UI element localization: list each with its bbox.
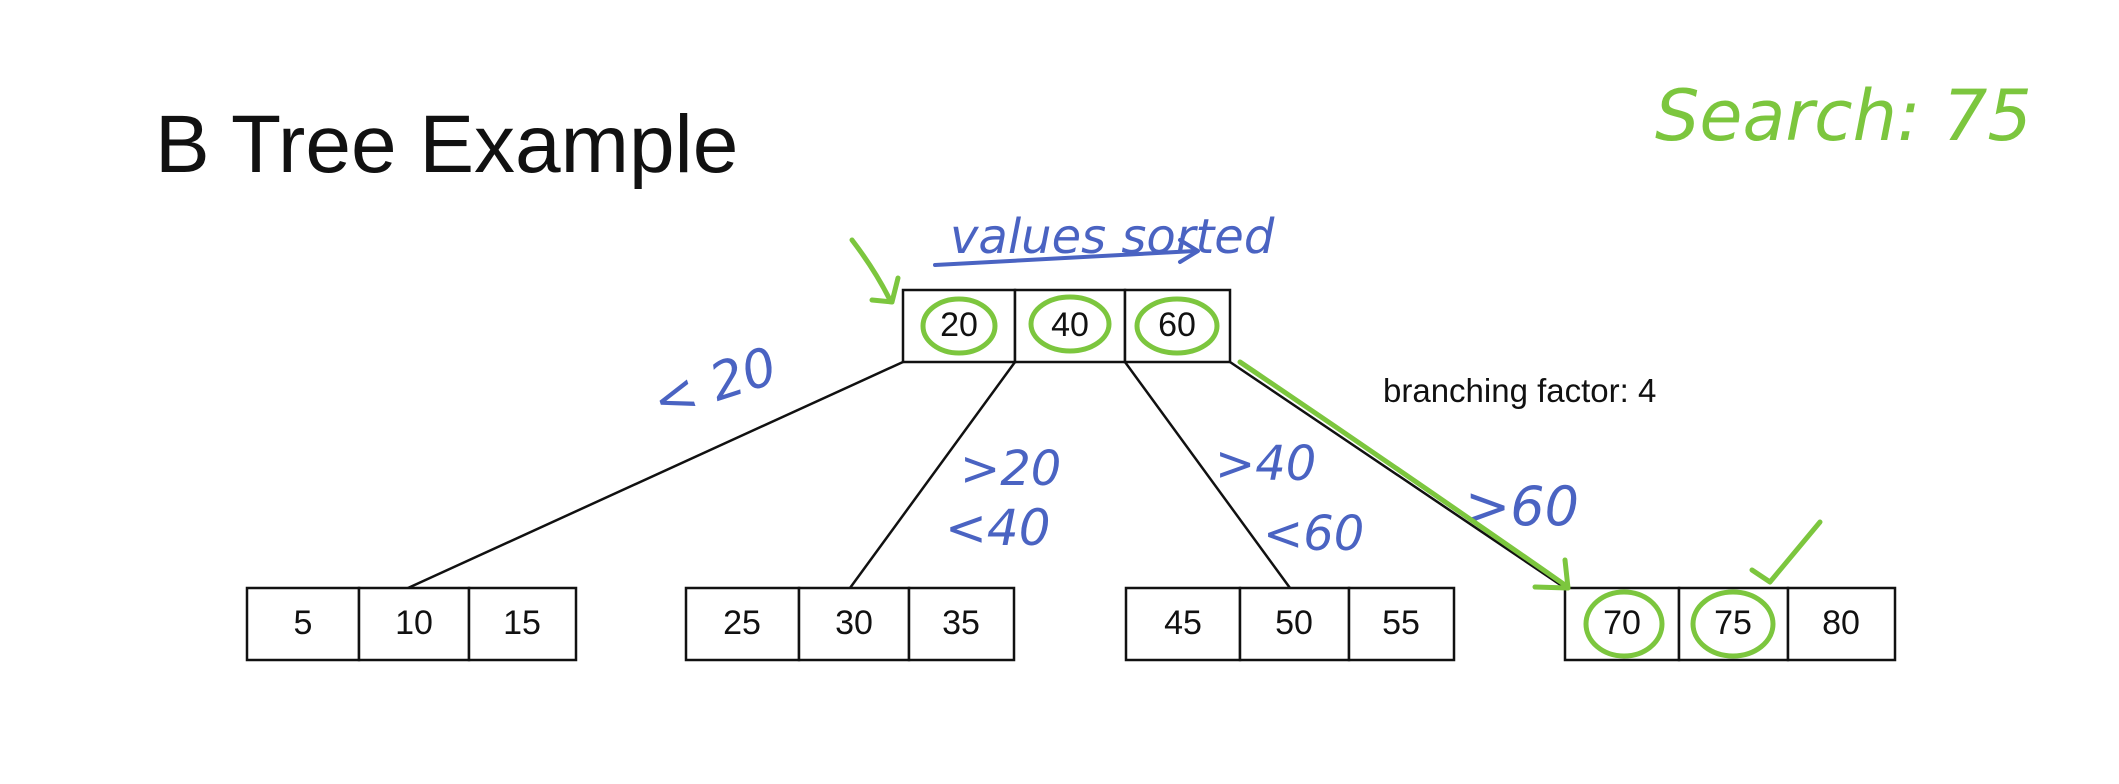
circle-key-60 bbox=[1134, 296, 1220, 356]
leaf2-key-2: 30 bbox=[835, 604, 873, 642]
lt20-note: < 20 bbox=[645, 336, 784, 432]
root-key-3: 60 bbox=[1158, 306, 1196, 344]
search-path-arrow-shaft bbox=[1237, 359, 1568, 588]
leaf1-cell-1 bbox=[245, 586, 361, 662]
leaf-node-1: 5 10 15 bbox=[245, 586, 578, 662]
leaf3-cell-2 bbox=[1238, 586, 1351, 662]
found-checkmark-icon bbox=[1749, 519, 1823, 585]
sorted-arrow-shaft bbox=[933, 249, 1197, 267]
root-cell-3 bbox=[1123, 288, 1232, 364]
page-title: B Tree Example bbox=[155, 99, 738, 190]
gt40-note: >40 bbox=[1215, 436, 1316, 492]
sorted-arrow-head bbox=[1178, 238, 1200, 264]
lt60-note: <60 bbox=[1263, 506, 1364, 562]
leaf3-cell-1 bbox=[1124, 586, 1242, 662]
leaf2-key-3: 35 bbox=[942, 604, 980, 642]
edge-root-leaf-1 bbox=[407, 360, 904, 590]
leaf4-cell-3 bbox=[1786, 586, 1897, 662]
entry-arrow-head bbox=[869, 275, 901, 305]
edge-root-leaf-3 bbox=[1123, 361, 1292, 589]
circle-key-40 bbox=[1028, 294, 1112, 354]
lt40-note: <40 bbox=[945, 499, 1051, 557]
leaf1-key-1: 5 bbox=[294, 604, 313, 642]
tree-edges bbox=[407, 360, 1566, 590]
gt20-note: >20 bbox=[960, 441, 1061, 497]
leaf-node-4: 70 75 80 bbox=[1563, 586, 1897, 662]
leaf3-key-3: 55 bbox=[1382, 604, 1420, 642]
circle-key-20 bbox=[920, 296, 998, 356]
leaf4-cell-2 bbox=[1677, 586, 1790, 662]
green-annotations bbox=[849, 237, 1823, 659]
root-key-2: 40 bbox=[1051, 306, 1089, 344]
circle-key-70 bbox=[1583, 589, 1665, 659]
leaf3-cell-3 bbox=[1347, 586, 1456, 662]
leaf3-key-2: 50 bbox=[1275, 604, 1313, 642]
leaf1-key-3: 15 bbox=[503, 604, 541, 642]
leaf2-key-1: 25 bbox=[723, 604, 761, 642]
leaf2-cell-1 bbox=[684, 586, 801, 662]
leaf4-key-3: 80 bbox=[1822, 604, 1860, 642]
root-key-1: 20 bbox=[940, 306, 978, 344]
leaf3-key-1: 45 bbox=[1164, 604, 1202, 642]
search-note: Search: 75 bbox=[1655, 75, 2032, 157]
leaf1-cell-2 bbox=[357, 586, 471, 662]
leaf1-cell-3 bbox=[467, 586, 578, 662]
entry-arrow-shaft bbox=[849, 237, 893, 303]
leaf1-key-2: 10 bbox=[395, 604, 433, 642]
branching-factor-label: branching factor: 4 bbox=[1383, 372, 1656, 409]
leaf-node-3: 45 50 55 bbox=[1124, 586, 1456, 662]
search-path-arrow-head bbox=[1532, 557, 1571, 591]
circle-key-75 bbox=[1690, 589, 1776, 659]
leaf2-cell-3 bbox=[907, 586, 1016, 662]
leaf4-key-1: 70 bbox=[1603, 604, 1641, 642]
leaf-node-2: 25 30 35 bbox=[684, 586, 1016, 662]
edge-root-leaf-4 bbox=[1229, 360, 1566, 590]
leaf4-key-2: 75 bbox=[1714, 604, 1752, 642]
edge-root-leaf-2 bbox=[848, 361, 1017, 589]
